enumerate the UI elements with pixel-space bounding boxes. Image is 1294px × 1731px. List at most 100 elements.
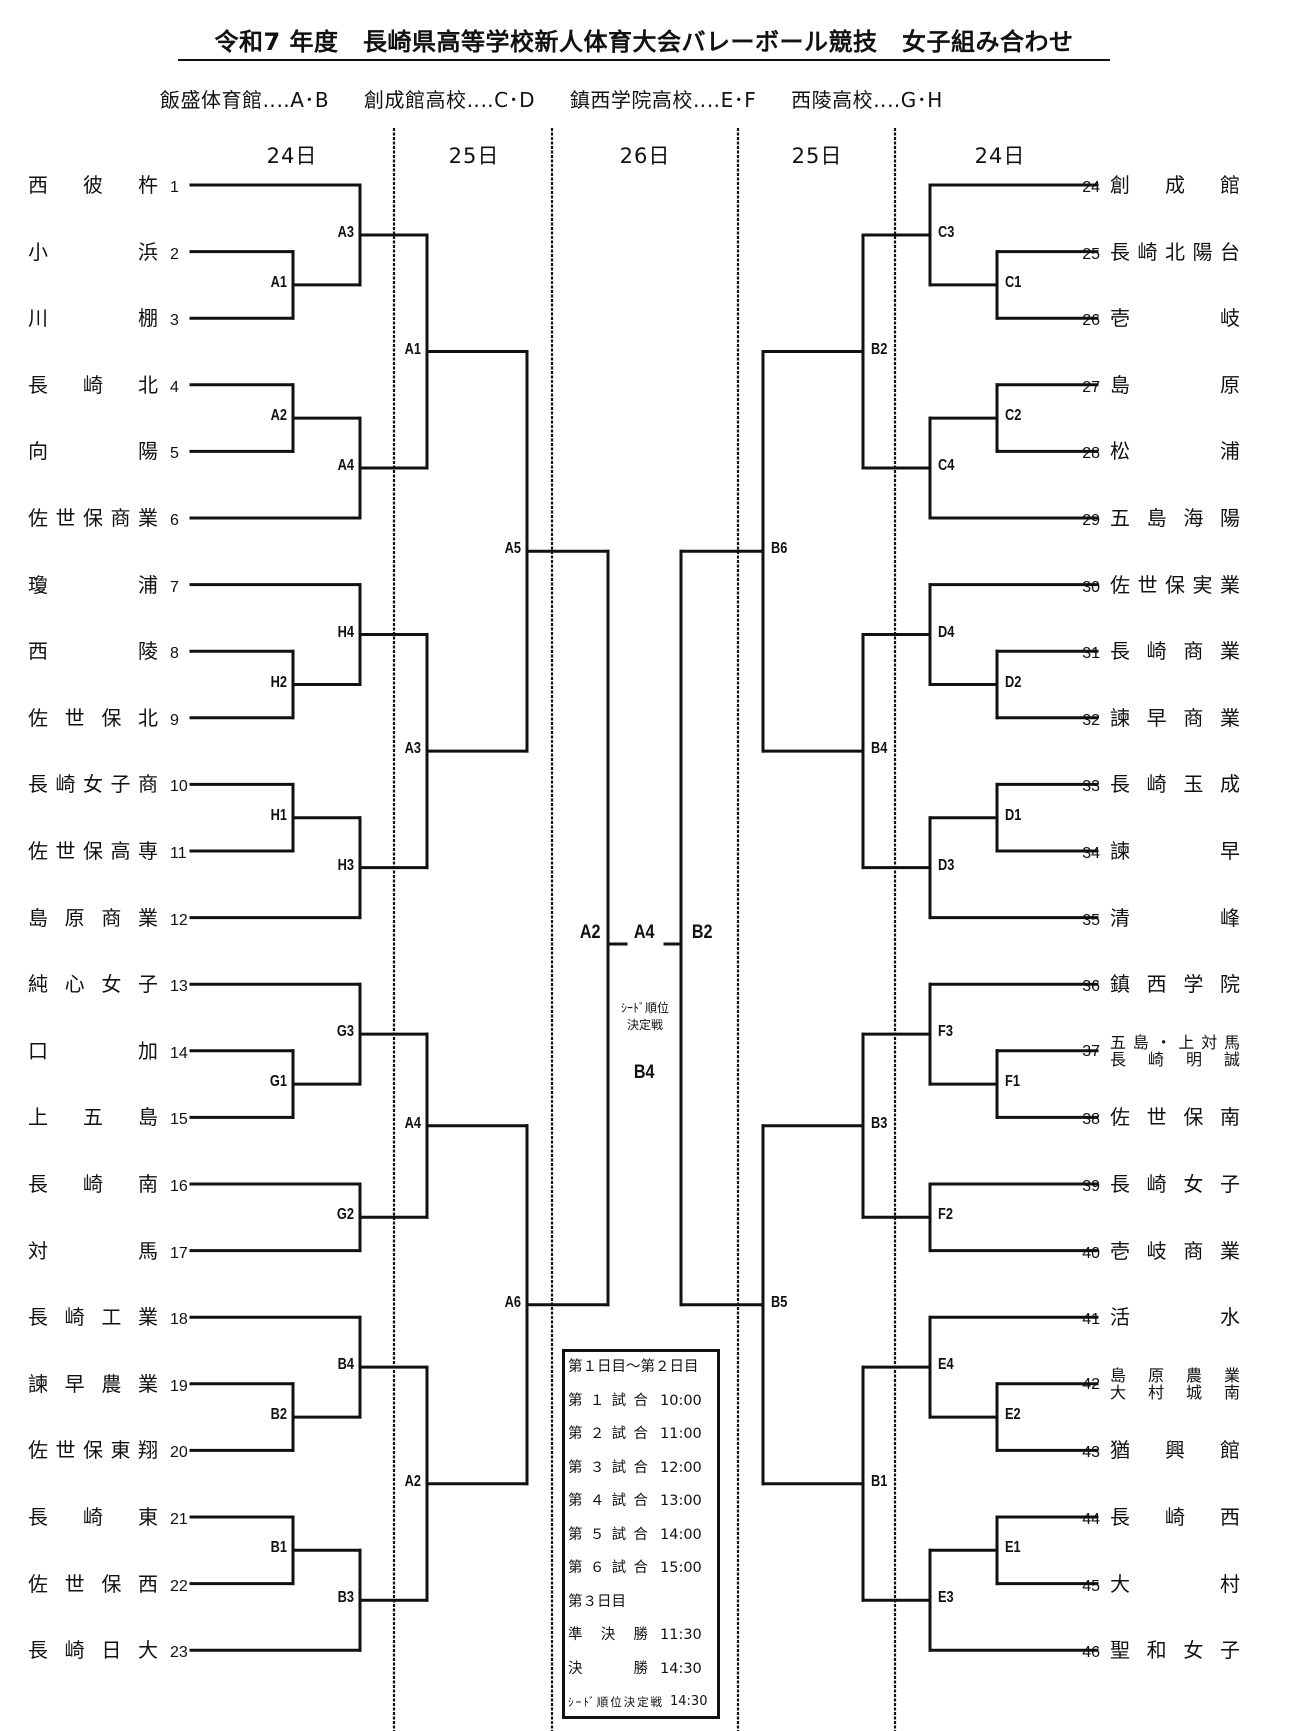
team-name: 長崎工業 (28, 1305, 158, 1330)
match-label: B1 (270, 1539, 287, 1557)
team-name: 島原 (1110, 372, 1240, 397)
team-name: 長崎玉成 (1110, 772, 1240, 797)
schedule-row: 第２試合 11:00 (565, 1419, 717, 1453)
team-number: 37 (1082, 1043, 1100, 1061)
match-label: B4 (871, 740, 888, 758)
schedule-time: 12:00 (660, 1459, 702, 1476)
team-name: 佐世保商業 (28, 506, 158, 530)
team-number: 27 (1082, 378, 1100, 396)
schedule-time: 14:30 (670, 1694, 708, 1709)
team-name: 瓊浦 (28, 572, 158, 597)
team-name: 川棚 (28, 306, 158, 331)
schedule-time: 11:00 (660, 1426, 702, 1442)
team-number: 23 (170, 1644, 188, 1662)
team-number: 19 (170, 1377, 188, 1395)
match-label: A3 (404, 740, 421, 758)
match-label: D3 (938, 856, 955, 874)
team-number: 7 (170, 578, 179, 596)
team-number: 12 (170, 911, 188, 929)
team-name: 佐世保北 (28, 705, 158, 730)
team-entry: 長崎日大 23 (28, 1635, 202, 1665)
match-label: C1 (1005, 273, 1022, 291)
team-name: 佐世保南 (1110, 1105, 1240, 1130)
schedule-time: 11:30 (660, 1627, 702, 1643)
match-label: A2 (270, 407, 287, 425)
schedule-label: 第２試合 (568, 1426, 648, 1442)
team-name: 長崎北 (28, 372, 158, 397)
match-label: G3 (336, 1023, 354, 1041)
team-name: 猶興館 (1110, 1438, 1240, 1463)
match-label: A6 (504, 1293, 521, 1311)
match-label: A3 (337, 223, 354, 241)
team-number: 34 (1082, 845, 1100, 862)
venue-list: 飯盛体育館‥‥A･B 創成館高校‥‥C･D 鎮西学院高校‥‥E･F 西陵高校‥‥… (160, 84, 971, 113)
team-number: 16 (170, 1178, 188, 1195)
team-name: 長崎日大 (28, 1638, 158, 1663)
schedule-row: ｼｰﾄﾞ順位決定戦 14:30 (565, 1687, 717, 1721)
team-name: 鎮西学院 (1110, 972, 1240, 997)
team-number: 18 (170, 1311, 188, 1329)
team-name: 純心女子 (28, 972, 158, 997)
team-name: 諫早商業 (1110, 705, 1240, 730)
schedule-time: 14:30 (660, 1660, 702, 1677)
team-number: 38 (1082, 1111, 1100, 1129)
schedule-label: 第５試合 (568, 1526, 648, 1543)
match-label: A1 (270, 273, 287, 291)
team-name: 島原商業 (28, 905, 158, 930)
schedule-time: 13:00 (660, 1493, 702, 1509)
match-label: F2 (938, 1206, 953, 1224)
schedule-label: 第１試合 (568, 1392, 648, 1409)
match-label: B6 (771, 540, 788, 558)
team-name: 口加 (28, 1038, 158, 1063)
match-label: D2 (1005, 673, 1022, 691)
team-number: 31 (1082, 645, 1100, 663)
team-number: 26 (1082, 312, 1100, 330)
team-number: 45 (1082, 1577, 1100, 1595)
team-number: 41 (1082, 1311, 1100, 1329)
team-number: 33 (1082, 778, 1100, 796)
team-number: 2 (170, 245, 179, 263)
team-number: 5 (170, 445, 179, 463)
team-name: 長崎女子商 (28, 772, 158, 797)
match-label: G1 (269, 1073, 287, 1091)
team-number: 21 (170, 1511, 188, 1528)
team-name: 佐世保東翔 (28, 1438, 158, 1463)
schedule-label: 第６試合 (568, 1560, 648, 1576)
team-number: 11 (170, 845, 187, 862)
team-name: 聖和女子 (1110, 1638, 1240, 1663)
day-header-center: 26日 (619, 144, 671, 168)
team-number: 30 (1082, 578, 1100, 596)
match-label: C2 (1005, 407, 1022, 425)
team-number: 28 (1082, 445, 1100, 463)
team-entry: 27 島原 (1068, 370, 1240, 400)
seed-decision-text: ｼｰﾄﾞ順位決定戦 (620, 1001, 669, 1032)
team-number: 40 (1082, 1244, 1100, 1262)
schedule-header-text: 第１日目～第２日目 (568, 1359, 699, 1375)
match-label: C3 (938, 223, 955, 241)
schedule-label: ｼｰﾄﾞ順位決定戦 (568, 1695, 664, 1709)
match-label: C4 (938, 457, 955, 475)
match-label: B2 (270, 1406, 287, 1424)
match-label: H4 (337, 623, 354, 641)
match-label: F3 (938, 1023, 953, 1041)
